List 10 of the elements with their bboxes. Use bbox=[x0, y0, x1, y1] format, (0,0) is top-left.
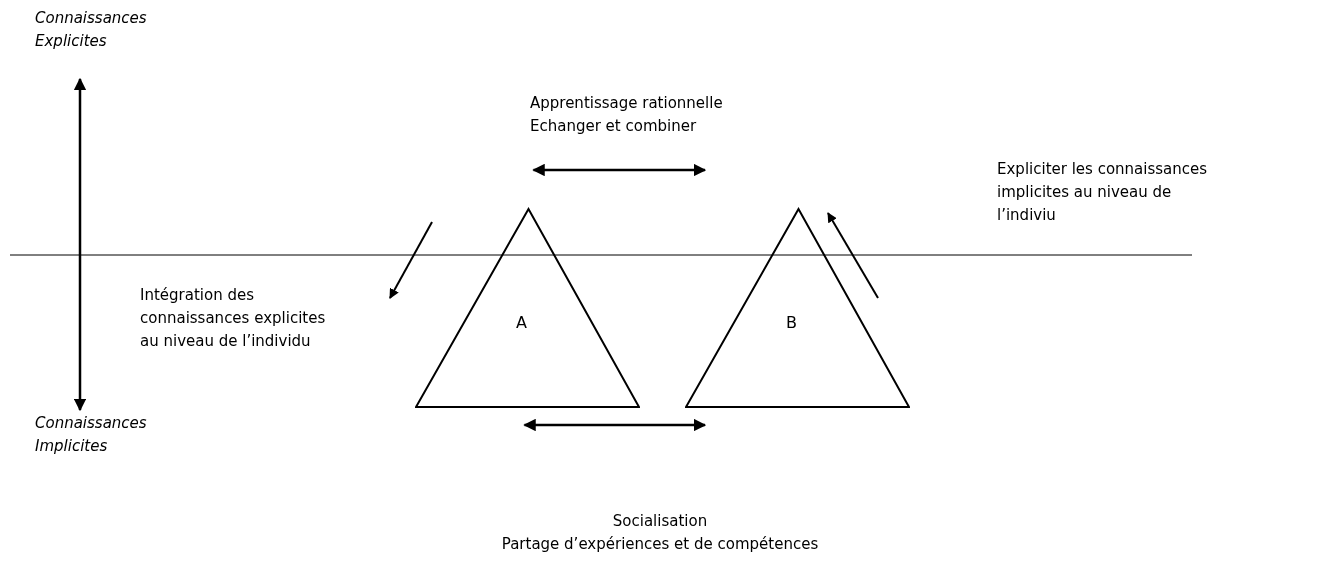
annotation-text: Intégration des connaissances explicites au niveau de l’individu bbox=[140, 285, 327, 352]
double-arrow bbox=[523, 418, 707, 432]
axis-label: Connaissances Implicites bbox=[35, 413, 148, 457]
annotation-text: Apprentissage rationnelle Echanger et combiner bbox=[530, 93, 724, 137]
double-arrow bbox=[73, 77, 87, 412]
annotation-text: Socialisation bbox=[611, 511, 709, 532]
annotation-text: Expliciter les connaissances implicites au niveau de l’indiviu bbox=[997, 159, 1209, 226]
annotation-text: Partage d’expériences et de compétences bbox=[500, 534, 820, 555]
axis-label: Connaissances Explicites bbox=[35, 8, 148, 52]
double-arrow bbox=[532, 163, 707, 177]
